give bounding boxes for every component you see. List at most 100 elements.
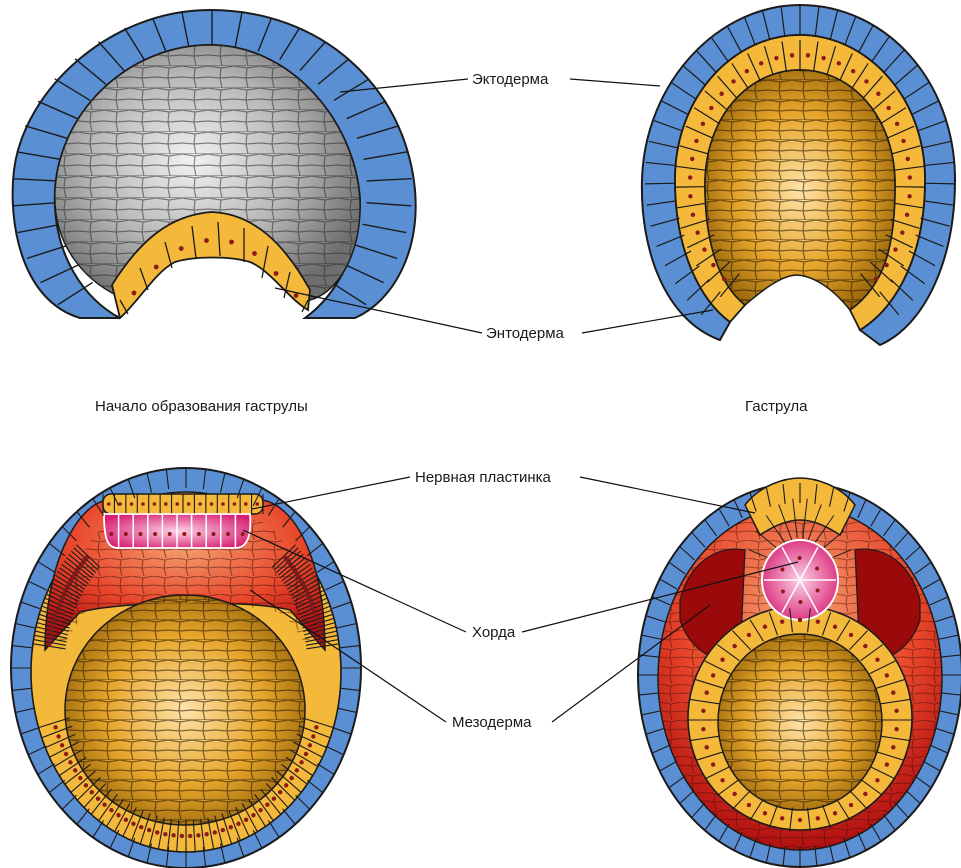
gastrula-endoderm-cell-nucleus — [688, 175, 692, 179]
neurula1-endoderm-cell-nucleus — [265, 802, 269, 806]
gastrula-endoderm-cell-nucleus — [874, 277, 878, 281]
neurula1-neural-plate-nucleus — [107, 502, 111, 506]
neurula2-endoderm-cell-nucleus — [711, 762, 715, 766]
gastrula-ectoderm-cell-divider — [645, 183, 675, 184]
gastrula-endoderm-cell-nucleus — [895, 122, 899, 126]
neurula2-chorda-nucleus — [798, 600, 802, 604]
gastrula-endoderm-cell-nucleus — [886, 106, 890, 110]
leader-ectoderm-right — [570, 79, 660, 86]
gastrula-endoderm-cell-nucleus — [688, 194, 692, 198]
neurula1-chorda-nucleus — [168, 532, 172, 536]
neurula2-endoderm-cell-nucleus — [701, 709, 705, 713]
neurula2-endoderm-cell-nucleus — [885, 673, 889, 677]
neurula2-endoderm-cell-nucleus — [849, 803, 853, 807]
neurula2-endoderm-cell-nucleus — [891, 690, 895, 694]
neurula-longitudinal-section — [11, 468, 361, 868]
gastrula-endoderm-cell-nucleus — [905, 213, 909, 217]
neurula1-neural-plate-nucleus — [210, 502, 214, 506]
neurula2-endoderm-cell-nucleus — [747, 633, 751, 637]
gastrula-section — [642, 5, 955, 345]
neurula2-endoderm-cell-nucleus — [894, 709, 898, 713]
neurula1-neural-plate-nucleus — [187, 502, 191, 506]
neurula2-endoderm-cell-nucleus — [863, 792, 867, 796]
early-endoderm-nucleus — [274, 271, 279, 276]
early-endoderm-nucleus — [154, 265, 159, 270]
neurula1-chorda-nucleus — [212, 532, 216, 536]
neurula2-endoderm-cell-nucleus — [732, 644, 736, 648]
label-chorda: Хорда — [472, 624, 516, 641]
neurula1-endoderm-cell-nucleus — [251, 813, 255, 817]
neurula2-endoderm-cell-nucleus — [701, 727, 705, 731]
neurula1-endoderm-cell-nucleus — [311, 734, 315, 738]
neurula1-neural-plate-nucleus — [153, 502, 157, 506]
neurula2-endoderm-cell-nucleus — [833, 811, 837, 815]
neurula2-endoderm-cell-nucleus — [780, 816, 784, 820]
leader-neural-plate-right — [580, 477, 755, 513]
gastrula-endoderm-cell-nucleus — [851, 69, 855, 73]
neurula1-endoderm-cell-nucleus — [299, 760, 303, 764]
neurula2-endoderm-cell-nucleus — [705, 690, 709, 694]
neurula1-endoderm-cell-nucleus — [139, 825, 143, 829]
gastrula-endoderm-cell-nucleus — [876, 92, 880, 96]
gastrula-endoderm-cell-nucleus — [790, 53, 794, 57]
label-neural-plate-group: Нервная пластинка — [252, 469, 755, 513]
neurula1-chorda-nucleus — [182, 532, 186, 536]
neurula1-chorda-nucleus — [197, 532, 201, 536]
gastrula-endoderm-cell-nucleus — [774, 56, 778, 60]
neurula1-endoderm-cell-nucleus — [213, 830, 217, 834]
neurula1-endoderm-cell-nucleus — [221, 828, 225, 832]
gastrula-endoderm-cell-nucleus — [691, 213, 695, 217]
label-ectoderm: Эктодерма — [472, 71, 549, 88]
neurula2-endoderm-cell-nucleus — [780, 620, 784, 624]
neurula1-endoderm-cell-nucleus — [84, 783, 88, 787]
neurula1-chorda-nucleus — [109, 532, 113, 536]
label-neural-plate: Нервная пластинка — [415, 469, 552, 486]
early-gastrula-section — [12, 10, 415, 318]
gastrula-ectoderm-cell-divider — [925, 183, 955, 184]
neurula2-endoderm-cell-nucleus — [763, 625, 767, 629]
neurula1-endoderm-cell-nucleus — [204, 832, 208, 836]
caption-early-gastrula: Начало образования гаструлы — [95, 398, 308, 415]
neurula1-endoderm-cell-nucleus — [188, 834, 192, 838]
gastrula-endoderm-cell-nucleus — [884, 263, 888, 267]
neurula1-endoderm-cell-nucleus — [314, 725, 318, 729]
neurula1-endoderm-cell-nucleus — [96, 796, 100, 800]
gastrula-endoderm-cell-nucleus — [901, 139, 905, 143]
neurula1-neural-plate-nucleus — [175, 502, 179, 506]
label-endoderm: Энтодерма — [486, 325, 565, 342]
gastrula-endoderm-cell-nucleus — [837, 61, 841, 65]
gastrula-endoderm-cell-nucleus — [806, 53, 810, 57]
neurula1-endoderm-cell-nucleus — [60, 743, 64, 747]
neurula1-endoderm-cell-nucleus — [289, 776, 293, 780]
early-endoderm-nucleus — [294, 293, 299, 298]
neurula1-endoderm-cell-nucleus — [308, 743, 312, 747]
gastrula-endoderm-cell-nucleus — [907, 194, 911, 198]
neurula1-endoderm-cell-nucleus — [102, 802, 106, 806]
neurula1-endoderm-cell-nucleus — [155, 830, 159, 834]
neurula1-endoderm-cell-nucleus — [147, 828, 151, 832]
gastrula-endoderm-cell-nucleus — [701, 122, 705, 126]
neurula1-neural-plate-nucleus — [221, 502, 225, 506]
neurula2-chorda-nucleus — [781, 589, 785, 593]
early-endoderm-nucleus — [204, 238, 209, 243]
gastrula-endoderm-cell-nucleus — [690, 157, 694, 161]
neurula1-endoderm-cell-nucleus — [295, 768, 299, 772]
neurula2-endoderm-cell-nucleus — [849, 633, 853, 637]
neurula1-endoderm-cell-nucleus — [196, 833, 200, 837]
neurula1-endoderm-cell-nucleus — [124, 818, 128, 822]
neurula1-endoderm-cell-nucleus — [272, 796, 276, 800]
neurula2-endoderm-cell-nucleus — [891, 745, 895, 749]
caption-gastrula: Гаструла — [745, 398, 808, 415]
leader-neural-plate-left — [252, 477, 410, 509]
neurula1-neural-plate-nucleus — [233, 502, 237, 506]
neurula1-endoderm-cell-nucleus — [180, 834, 184, 838]
neurula1-neural-plate-nucleus — [164, 502, 168, 506]
gastrula-endoderm-cell-nucleus — [893, 247, 897, 251]
early-endoderm-nucleus — [132, 291, 137, 296]
neurula1-endoderm-cell-nucleus — [229, 825, 233, 829]
neurula1-endoderm-cell-nucleus — [68, 760, 72, 764]
neurula2-endoderm-cell-nucleus — [763, 811, 767, 815]
early-endoderm-nucleus — [252, 251, 257, 256]
neurula1-endoderm-cell-nucleus — [284, 783, 288, 787]
neurula2-endoderm-cell-nucleus — [798, 618, 802, 622]
